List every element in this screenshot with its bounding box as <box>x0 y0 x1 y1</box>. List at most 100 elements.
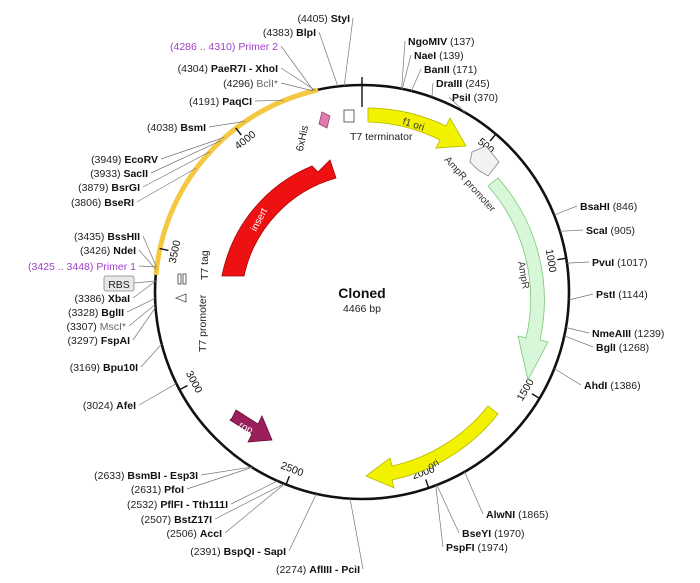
site-position: (245) <box>465 78 490 90</box>
site-position: (1268) <box>619 342 649 354</box>
primer-region-arc <box>153 87 319 276</box>
restriction-site-label: (3949) EcoRV <box>91 154 158 166</box>
t7-tag-label: T7 tag <box>199 250 211 280</box>
site-name: PflFI - Tth111I <box>160 499 228 511</box>
site-name: AccI <box>200 528 222 540</box>
site-position: (3949) <box>91 154 121 166</box>
ori-arrow <box>365 405 499 489</box>
site-name: FspAI <box>101 335 130 347</box>
site-position: (4304) <box>178 63 208 75</box>
site-name: StyI <box>331 13 350 25</box>
rop-arrow <box>229 409 273 443</box>
site-position: (3386) <box>75 293 105 305</box>
restriction-site-label: (2633) BsmBI - Esp3I <box>94 470 198 482</box>
site-position: (3328) <box>68 307 98 319</box>
restriction-site-label: (2507) BstZ17I <box>141 514 212 526</box>
site-leader <box>224 483 285 534</box>
ruler-tick <box>235 127 242 136</box>
site-name: XbaI <box>108 293 130 305</box>
plasmid-title: Cloned <box>338 285 385 301</box>
ampr-label: AmpR <box>515 261 531 290</box>
site-position: (1865) <box>518 509 548 521</box>
site-name: BsmI <box>180 122 206 134</box>
site-position: (3806) <box>71 197 101 209</box>
site-position: (1970) <box>494 528 524 540</box>
site-leader <box>200 466 252 476</box>
site-leader <box>186 467 253 490</box>
site-position: (2633) <box>94 470 124 482</box>
site-position: (2507) <box>141 514 171 526</box>
site-position: (171) <box>453 64 478 76</box>
site-position: (1386) <box>610 380 640 392</box>
site-name: PaeR7I - XhoI <box>211 63 278 75</box>
t7-terminator-marker <box>343 109 355 123</box>
site-leader <box>150 140 222 174</box>
restriction-site-label: (3426) NdeI <box>80 245 136 257</box>
rbs-label: RBS <box>108 279 130 291</box>
site-leader <box>349 498 364 570</box>
site-name: AlwNI <box>486 509 515 521</box>
site-name: BsrGI <box>111 182 140 194</box>
site-name: BssHII <box>107 231 140 243</box>
site-leader <box>401 40 406 89</box>
site-star: * <box>122 321 126 333</box>
t7-terminator-label: T7 terminator <box>350 131 413 143</box>
restriction-site-label: (3024) AfeI <box>83 400 136 412</box>
site-name: BspQI - SapI <box>224 546 287 558</box>
site-leader <box>559 229 584 232</box>
ruler-tick <box>489 133 497 142</box>
site-name: BsmBI - Esp3I <box>127 470 198 482</box>
site-leader <box>214 483 285 520</box>
site-position: (3933) <box>90 168 120 180</box>
site-name: BsaHI <box>580 201 610 213</box>
site-position: (1239) <box>634 328 664 340</box>
site-name: BclI <box>256 78 274 90</box>
site-position: (3307) <box>66 321 96 333</box>
restriction-site-label: (2506) AccI <box>167 528 223 540</box>
restriction-site-label: (4383) BlpI <box>263 27 316 39</box>
site-leader <box>565 327 590 334</box>
restriction-site-label: (2274) AflIII - PciI <box>276 564 360 576</box>
site-name: BglI <box>596 342 616 354</box>
ruler-tick-label: 3000 <box>183 369 205 395</box>
restriction-site-label: (3933) SacII <box>90 168 148 180</box>
site-name: PvuI <box>592 257 614 269</box>
restriction-site-label: ScaI (905) <box>586 225 635 237</box>
ruler-tick <box>285 475 291 485</box>
restriction-site-label: (4405) StyI <box>297 13 350 25</box>
site-leader <box>142 151 210 188</box>
site-name: MscI <box>100 321 122 333</box>
his-tag-label: 6xHis <box>294 124 311 152</box>
site-name: PsiI <box>452 92 471 104</box>
ruler-tick-label: 1000 <box>543 248 559 273</box>
site-name: EcoRV <box>124 154 158 166</box>
site-leader <box>554 205 578 216</box>
t7-tag-marker <box>177 273 182 285</box>
restriction-site-label: (2391) BspQI - SapI <box>190 546 286 558</box>
site-name: NaeI <box>414 50 436 62</box>
ruler-tick <box>179 384 188 391</box>
restriction-site-label: (2532) PflFI - Tth111I <box>127 499 228 511</box>
restriction-site-label: PstI (1144) <box>596 289 648 301</box>
site-leader <box>128 304 156 327</box>
site-position: (370) <box>474 92 499 104</box>
site-leader <box>138 383 177 406</box>
restriction-site-label: BsaHI (846) <box>580 201 637 213</box>
primer-range: (3425 .. 3448) <box>28 261 93 273</box>
site-leader <box>566 261 590 264</box>
site-name: SacII <box>123 168 148 180</box>
site-name: NmeAIII <box>592 328 631 340</box>
site-name: BanII <box>424 64 450 76</box>
restriction-site-label: BanII (171) <box>424 64 477 76</box>
site-position: (139) <box>439 50 464 62</box>
site-position: (3297) <box>68 335 98 347</box>
ampr-arrow <box>487 177 549 382</box>
restriction-site-label: (4191) PaqCI <box>189 96 252 108</box>
site-leader <box>126 297 156 313</box>
restriction-sites: NgoMIV (137)NaeI (139)BanII (171)DraIII … <box>66 13 664 576</box>
site-position: (1017) <box>617 257 647 269</box>
site-position: (4383) <box>263 27 293 39</box>
site-leader <box>411 68 422 92</box>
site-position: (1144) <box>618 289 648 301</box>
